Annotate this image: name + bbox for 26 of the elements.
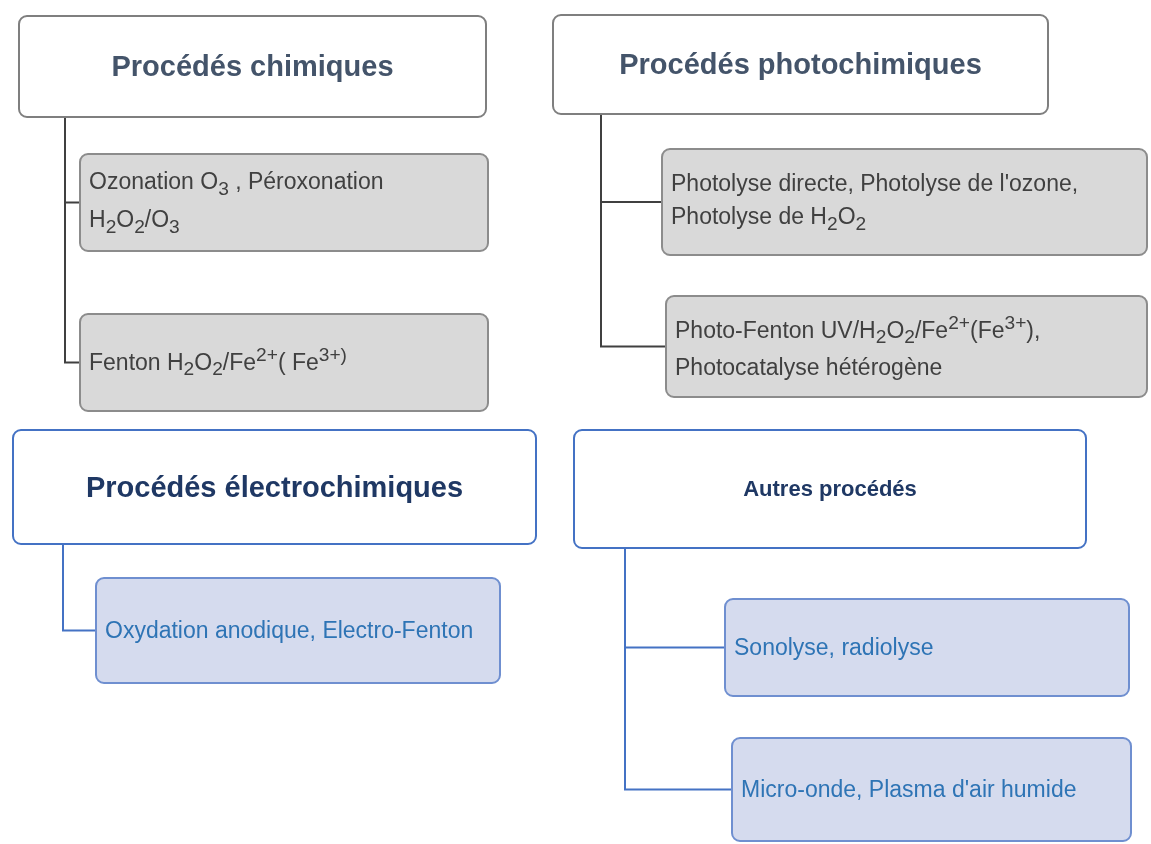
process-box — [731, 737, 1132, 842]
category-title: Autres procédés — [743, 476, 917, 502]
process-box — [661, 148, 1148, 256]
category-title: Procédés électrochimiques — [85, 470, 464, 504]
process-text: Photolyse directe, Photolyse de l'ozone, Photolyse de H$_{2}$O$_{2}$ — [671, 168, 1080, 236]
connector-line — [600, 114, 666, 348]
process-box — [79, 153, 489, 252]
connector-line — [64, 117, 80, 364]
category-box — [12, 429, 537, 545]
process-text: Oxydation anodique, Electro-Fenton — [105, 615, 474, 645]
process-box — [79, 313, 489, 412]
process-text: Photo-Fenton UV/H$_{2}$O$_{2}$/Fe$^{2+}$(Fe$^{3+}$), Photocatalyse hétérogène — [675, 310, 1042, 382]
process-box — [665, 295, 1148, 398]
category-box — [552, 14, 1049, 115]
connector-line — [62, 544, 96, 632]
process-text: Sonolyse, radiolyse — [734, 632, 934, 662]
category-title: Procédés photochimiques — [619, 48, 982, 81]
process-box — [95, 577, 501, 684]
category-title: Procédés chimiques — [111, 50, 394, 83]
connector-line — [624, 548, 732, 791]
category-box — [573, 429, 1087, 549]
process-text: Ozonation O$_{3}$ , Péroxonation H$_{2}$O$_{2}$/O$_{3}$ — [89, 167, 385, 239]
process-box — [724, 598, 1130, 697]
process-text: Micro-onde, Plasma d'air humide — [741, 774, 1077, 804]
category-box — [18, 15, 487, 118]
process-text: Fenton H$_{2}$O$_{2}$/Fe$^{2+}$( Fe$^{3+)}$ — [89, 343, 347, 382]
